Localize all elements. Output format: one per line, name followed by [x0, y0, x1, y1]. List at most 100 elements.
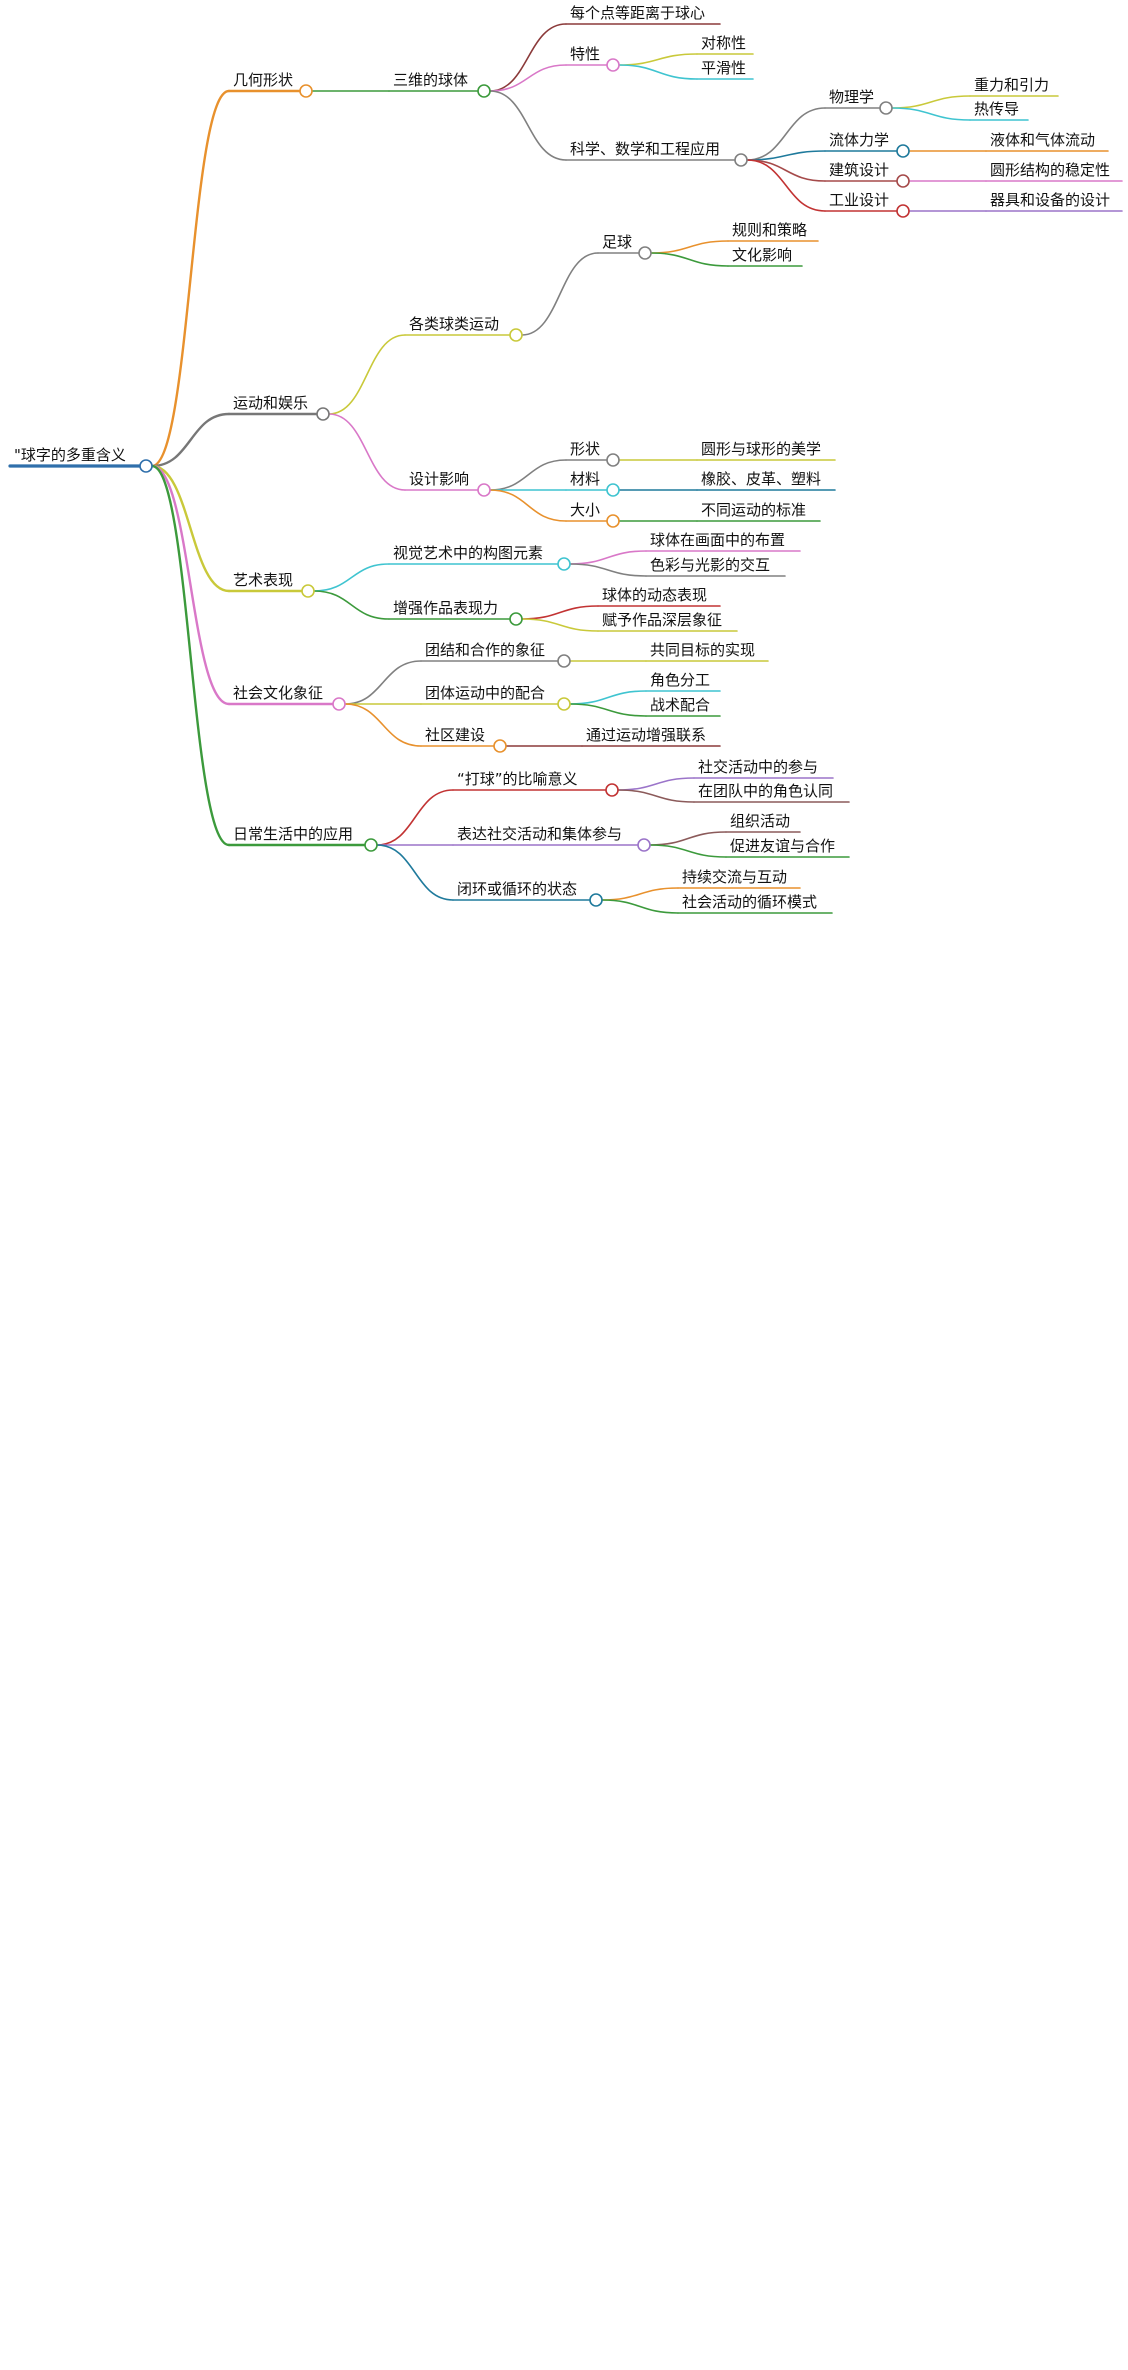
connector-line: [521, 252, 599, 336]
topic-label: 重力和引力: [974, 76, 1049, 94]
topic-label: 社会活动的循环模式: [682, 893, 817, 911]
topic-label: 球体的动态表现: [602, 586, 707, 604]
connector-line: [328, 413, 406, 491]
connector-line: [313, 590, 390, 620]
topic-label: 组织活动: [730, 812, 790, 830]
collapse-toggle[interactable]: [509, 612, 523, 626]
mind-map-links: [8, 23, 1123, 914]
topic-label: 规则和策略: [732, 221, 807, 239]
connector-line: [376, 789, 454, 846]
collapse-toggle[interactable]: [477, 84, 491, 98]
connector-line: [601, 887, 679, 901]
topic-label: 表达社交活动和集体参与: [457, 825, 622, 843]
topic-label: 液体和气体流动: [990, 131, 1095, 149]
mind-map-nodes: "球字的多重含义几何形状三维的球体每个点等距离于球心特性对称性平滑性科学、数学和…: [14, 4, 1110, 911]
connector-line: [376, 844, 454, 901]
topic-label: 足球: [602, 233, 632, 251]
topic-label: 几何形状: [233, 71, 293, 89]
topic-label: 科学、数学和工程应用: [570, 140, 720, 158]
connector-line: [746, 159, 826, 212]
collapse-toggle[interactable]: [557, 654, 571, 668]
topic-label: 形状: [570, 440, 600, 458]
collapse-toggle[interactable]: [734, 153, 748, 167]
collapse-toggle[interactable]: [301, 584, 315, 598]
collapse-toggle[interactable]: [557, 557, 571, 571]
connector-line: [650, 252, 729, 267]
topic-label: 物理学: [829, 88, 874, 106]
connector-line: [601, 899, 679, 914]
collapse-toggle[interactable]: [589, 893, 603, 907]
topic-label: 共同目标的实现: [650, 641, 755, 659]
connector-line: [489, 489, 567, 522]
connector-line: [891, 107, 971, 121]
topic-label: 促进友谊与合作: [730, 837, 835, 855]
collapse-toggle[interactable]: [364, 838, 378, 852]
collapse-toggle[interactable]: [606, 453, 620, 467]
topic-label: 战术配合: [650, 696, 710, 714]
connector-line: [150, 412, 231, 468]
connector-line: [617, 777, 695, 791]
topic-label: 团结和合作的象征: [425, 641, 545, 659]
connector-line: [649, 831, 727, 846]
collapse-toggle[interactable]: [896, 204, 910, 218]
collapse-toggle[interactable]: [557, 697, 571, 711]
topic-label: 平滑性: [701, 59, 746, 77]
collapse-toggle[interactable]: [477, 483, 491, 497]
topic-label: 闭环或循环的状态: [457, 880, 577, 898]
connector-line: [489, 64, 567, 92]
connector-line: [618, 64, 698, 80]
topic-label: 建筑设计: [829, 161, 889, 179]
topic-label: 器具和设备的设计: [990, 191, 1110, 209]
collapse-toggle[interactable]: [637, 838, 651, 852]
topic-label: 圆形结构的稳定性: [990, 161, 1110, 179]
topic-label: 圆形与球形的美学: [701, 440, 821, 458]
topic-label: 流体力学: [829, 131, 889, 149]
collapse-toggle[interactable]: [139, 459, 153, 473]
connector-line: [618, 53, 698, 66]
topic-label: 球体在画面中的布置: [650, 531, 785, 549]
collapse-toggle[interactable]: [606, 58, 620, 72]
collapse-toggle[interactable]: [493, 739, 507, 753]
topic-label: 色彩与光影的交互: [650, 556, 770, 574]
topic-label: 运动和娱乐: [233, 394, 308, 412]
collapse-toggle[interactable]: [879, 101, 893, 115]
connector-line: [489, 459, 567, 491]
connector-line: [521, 618, 599, 632]
collapse-toggle[interactable]: [509, 328, 523, 342]
collapse-toggle[interactable]: [896, 174, 910, 188]
connector-line: [569, 703, 647, 717]
collapse-toggle[interactable]: [896, 144, 910, 158]
connector-line: [150, 464, 231, 593]
collapse-toggle[interactable]: [605, 783, 619, 797]
topic-label: 三维的球体: [393, 71, 468, 89]
connector-line: [150, 464, 231, 706]
connector-line: [569, 563, 647, 577]
topic-label: 视觉艺术中的构图元素: [393, 544, 543, 562]
topic-label: 不同运动的标准: [701, 501, 806, 519]
connector-line: [328, 334, 406, 415]
topic-label: 每个点等距离于球心: [570, 4, 705, 22]
collapse-toggle[interactable]: [606, 483, 620, 497]
root-topic: "球字的多重含义: [14, 446, 126, 464]
collapse-toggle[interactable]: [638, 246, 652, 260]
connector-line: [313, 563, 390, 592]
topic-label: 对称性: [701, 34, 746, 52]
topic-label: 工业设计: [829, 191, 889, 209]
topic-label: 增强作品表现力: [393, 599, 498, 617]
collapse-toggle[interactable]: [299, 84, 313, 98]
collapse-toggle[interactable]: [606, 514, 620, 528]
connector-line: [569, 690, 647, 705]
collapse-toggle[interactable]: [316, 407, 330, 421]
connector-line: [746, 107, 826, 161]
topic-label: 在团队中的角色认同: [698, 782, 833, 800]
connector-line: [617, 789, 695, 803]
topic-label: 团体运动中的配合: [425, 684, 545, 702]
connector-line: [150, 89, 231, 468]
collapse-toggle[interactable]: [332, 697, 346, 711]
connector-line: [746, 150, 826, 161]
topic-label: 持续交流与互动: [682, 868, 787, 886]
connector-line: [891, 95, 971, 109]
topic-label: 社区建设: [425, 726, 485, 744]
topic-label: 通过运动增强联系: [586, 726, 706, 744]
topic-label: 角色分工: [650, 671, 710, 689]
